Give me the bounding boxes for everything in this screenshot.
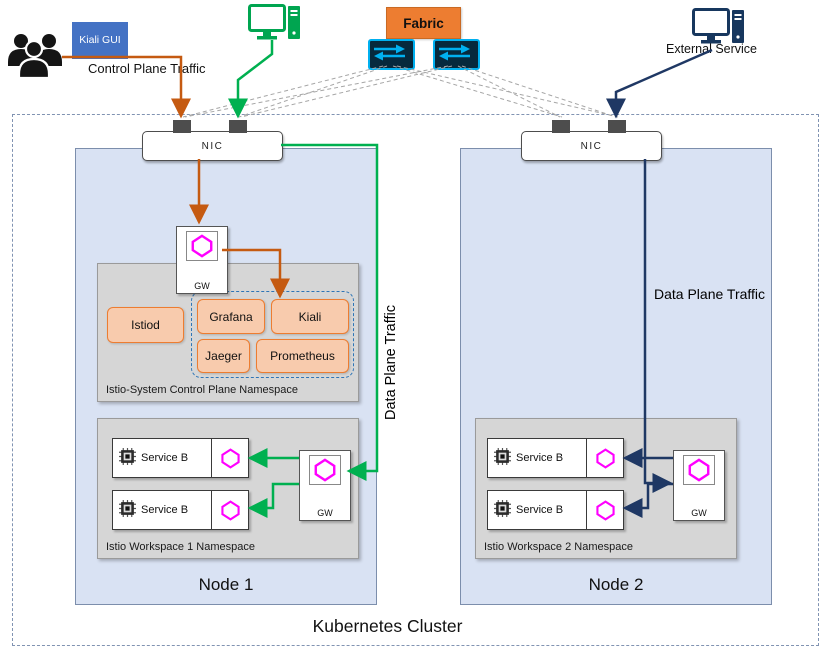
external-service-label: External Service — [666, 42, 758, 56]
service-b-box: Service B — [487, 438, 624, 478]
client-computer-icon — [248, 4, 304, 46]
sidecar-hexagon-icon — [211, 491, 248, 529]
node-2-title: Node 2 — [588, 575, 644, 594]
chip-icon — [119, 448, 136, 468]
gateway-label: GW — [317, 508, 333, 518]
nic-node-1: NIC — [142, 120, 283, 161]
jaeger-label: Jaeger — [205, 349, 242, 363]
data-plane-traffic-label-node2: Data Plane Traffic — [654, 286, 766, 302]
node-1-title: Node 1 — [198, 575, 254, 594]
istiod-label: Istiod — [131, 318, 160, 332]
sidecar-hexagon-icon — [586, 439, 623, 477]
kiali-gui-box: Kiali GUI — [72, 22, 128, 59]
control-plane-traffic-label: Control Plane Traffic — [88, 61, 206, 76]
data-plane-traffic-label-vertical: Data Plane Traffic — [383, 305, 399, 420]
service-label: Service B — [141, 452, 189, 464]
fabric-box: Fabric — [386, 7, 461, 39]
chip-icon — [494, 448, 511, 468]
nic-port-icon — [229, 120, 247, 133]
workspace-1-namespace-label: Istio Workspace 1 Namespace — [106, 541, 255, 553]
grafana-label: Grafana — [209, 309, 253, 324]
sidecar-hexagon-icon — [211, 439, 248, 477]
istio-gateway-hexagon-icon — [186, 231, 218, 261]
service-b-box: Service B — [112, 438, 249, 478]
chip-icon — [119, 500, 136, 520]
external-computer-icon — [692, 8, 748, 50]
nic-2-label: NIC — [580, 140, 603, 152]
workspace-1-gateway-box: GW — [299, 450, 351, 521]
service-b-box: Service B — [487, 490, 624, 530]
prometheus-label: Prometheus — [270, 349, 335, 363]
workspace-2-namespace-label: Istio Workspace 2 Namespace — [484, 541, 633, 553]
nic-1-label: NIC — [201, 140, 224, 152]
kiali-gui-label: Kiali GUI — [79, 33, 121, 46]
sidecar-hexagon-icon — [586, 491, 623, 529]
network-switch-icon — [368, 39, 415, 70]
service-label: Service B — [516, 504, 564, 516]
grafana-box: Grafana — [197, 299, 265, 334]
nic-port-icon — [173, 120, 191, 133]
service-label: Service B — [141, 504, 189, 516]
nic-port-icon — [552, 120, 570, 133]
kiali-box: Kiali — [271, 299, 349, 334]
gateway-label: GW — [691, 508, 707, 518]
jaeger-box: Jaeger — [197, 339, 250, 373]
istiod-box: Istiod — [107, 307, 184, 343]
fabric-links — [182, 65, 619, 118]
fabric-label: Fabric — [403, 15, 444, 31]
workspace-2-gateway-box: GW — [673, 450, 725, 521]
istio-gateway-hexagon-icon — [683, 455, 715, 485]
control-plane-namespace-label: Istio-System Control Plane Namespace — [106, 384, 298, 396]
network-switch-icon — [433, 39, 480, 70]
kiali-label: Kiali — [298, 309, 322, 324]
nic-port-icon — [608, 120, 626, 133]
prometheus-box: Prometheus — [256, 339, 349, 373]
service-b-box: Service B — [112, 490, 249, 530]
service-label: Service B — [516, 452, 564, 464]
nic-node-2: NIC — [521, 120, 662, 161]
users-icon — [6, 32, 66, 80]
gateway-label: GW — [194, 281, 210, 291]
ingress-gateway-box: GW — [176, 226, 228, 294]
istio-gateway-hexagon-icon — [309, 455, 341, 485]
chip-icon — [494, 500, 511, 520]
kubernetes-cluster-title: Kubernetes Cluster — [312, 616, 463, 636]
